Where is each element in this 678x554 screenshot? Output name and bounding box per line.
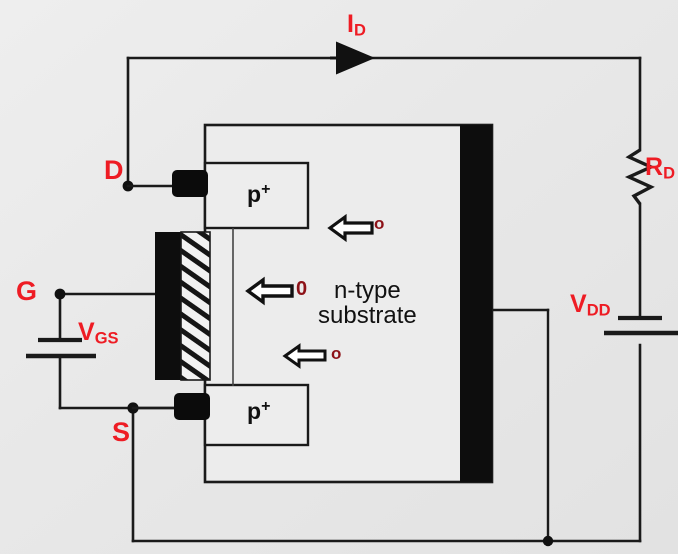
- substrate-label-line2: substrate: [318, 302, 417, 330]
- p-plus-bottom-label: p+: [247, 398, 271, 424]
- carrier-arrow-bottom: [282, 343, 327, 369]
- battery-vgs: [26, 337, 96, 359]
- right-ohmic-contact: [460, 125, 492, 482]
- substrate-label: n-type substrate: [318, 277, 417, 330]
- source-return-wire: [131, 406, 642, 543]
- supply-voltage-label: VDD: [570, 290, 611, 320]
- carrier-glyph-bottom: o: [331, 344, 342, 363]
- drain-loop-wire: [126, 56, 642, 543]
- carrier-glyph-top: o: [374, 214, 385, 233]
- gate-terminal-label: G: [16, 276, 38, 306]
- source-contact-block: [174, 393, 210, 420]
- substrate-contact-wire: [486, 308, 550, 543]
- drain-resistor: [624, 148, 656, 206]
- carrier-glyph-middle: 0: [296, 278, 308, 300]
- drain-current-label: ID: [347, 10, 366, 40]
- substrate-label-line1: n-type: [334, 277, 401, 304]
- source-terminal-label: S: [112, 417, 131, 447]
- drain-resistor-label: RD: [645, 153, 675, 183]
- drain-terminal-label: D: [104, 155, 124, 185]
- carrier-arrow-top: [327, 213, 374, 243]
- junction-dot-bottom: [542, 535, 554, 547]
- battery-vdd: [604, 315, 678, 336]
- drain-contact-block: [172, 170, 208, 197]
- p-plus-top-label: p+: [247, 181, 271, 207]
- gate-depletion-hatch: [180, 231, 211, 381]
- gate-node-dot: [54, 288, 66, 300]
- electrode-lead-wires: [126, 184, 182, 410]
- p-plus-region-bottom: [203, 383, 310, 447]
- gate-metal-contact: [155, 232, 181, 380]
- carrier-arrow-middle: [245, 276, 294, 306]
- gate-source-voltage-label: VGS: [78, 318, 119, 348]
